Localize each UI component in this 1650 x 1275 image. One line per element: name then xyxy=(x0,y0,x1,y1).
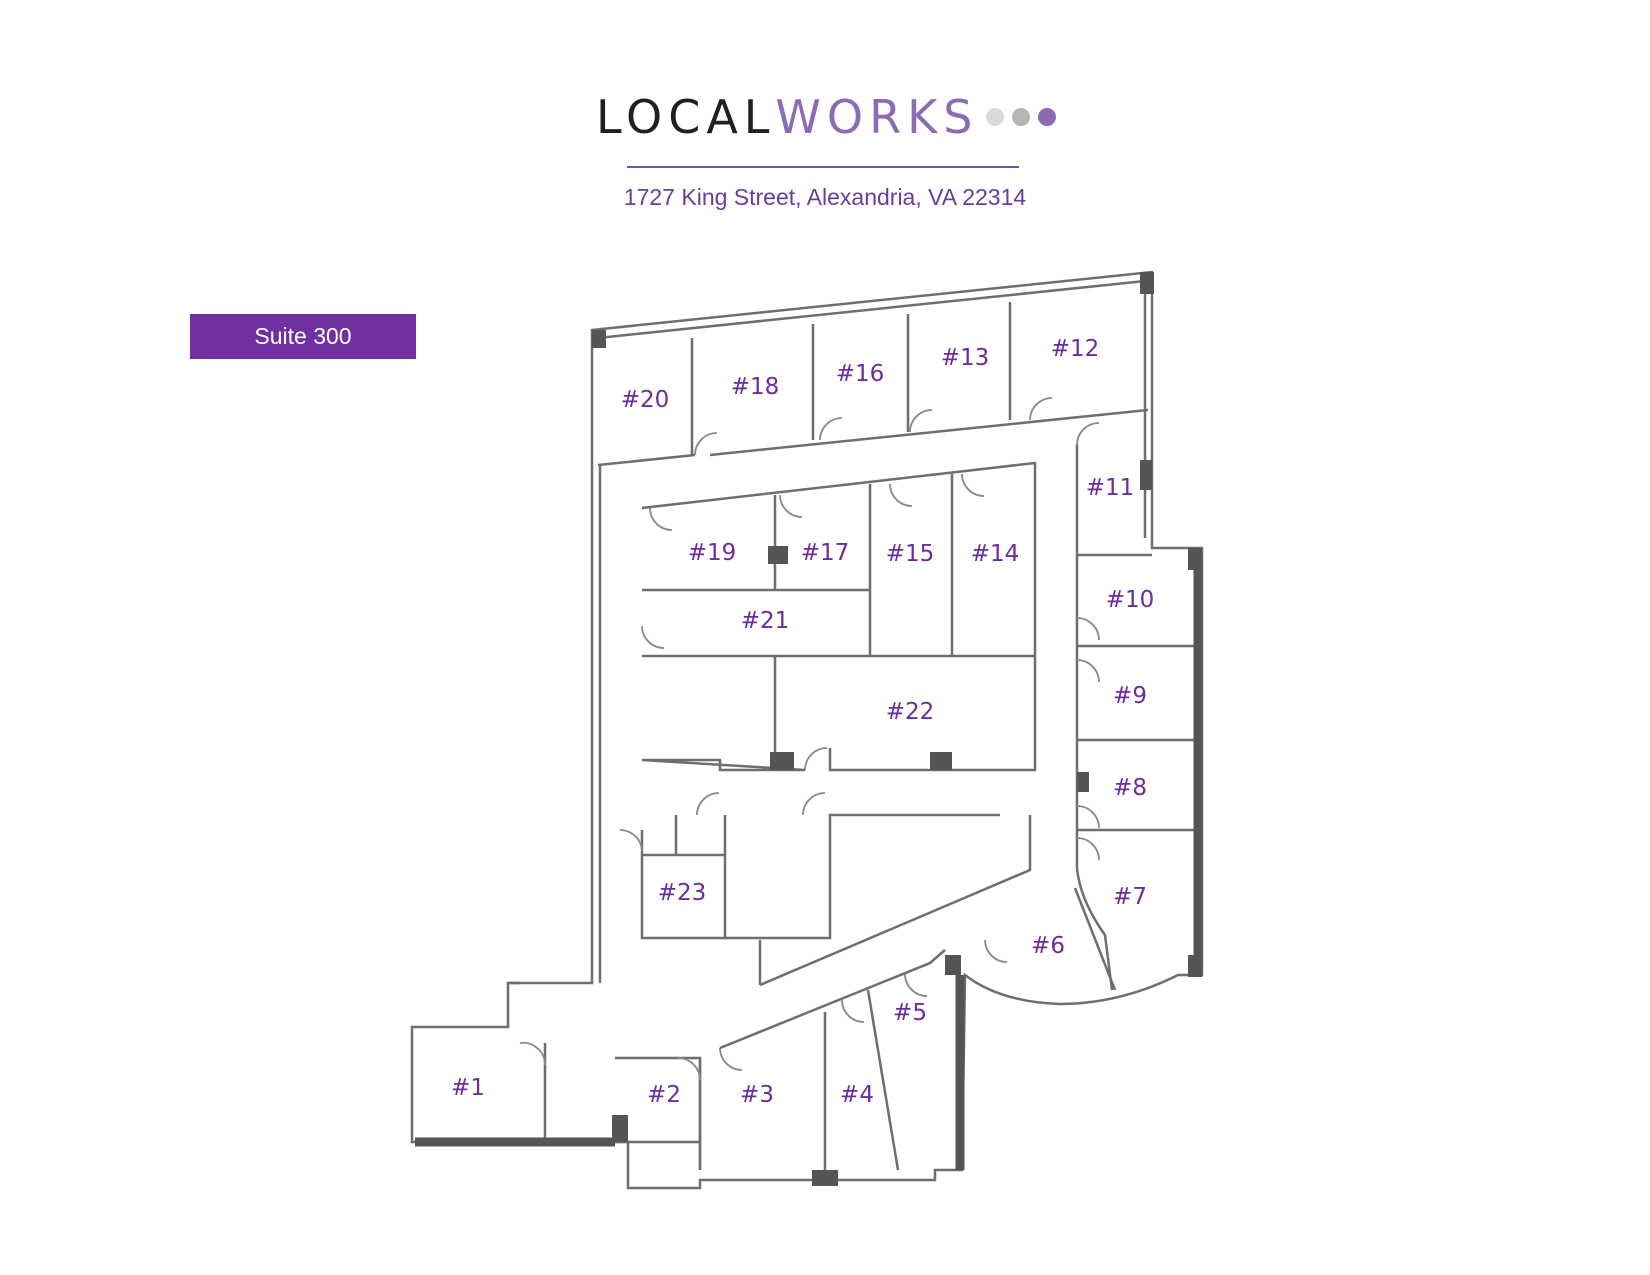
column xyxy=(1188,955,1202,977)
logo-dot-1 xyxy=(986,108,1005,126)
room-label-23: #23 xyxy=(657,880,707,906)
room-label-2: #2 xyxy=(647,1082,681,1108)
room-label-21: #21 xyxy=(740,608,790,634)
door xyxy=(696,792,720,816)
column xyxy=(1077,772,1089,792)
room-label-3: #3 xyxy=(740,1082,774,1108)
door xyxy=(904,973,928,997)
structural-columns xyxy=(592,272,1202,1186)
column xyxy=(930,752,952,770)
door xyxy=(961,473,985,497)
outer-wall xyxy=(410,270,1204,1190)
logo-divider xyxy=(627,166,1019,168)
column xyxy=(768,546,788,564)
address-line: 1727 King Street, Alexandria, VA 22314 xyxy=(623,184,1027,210)
column xyxy=(1140,460,1152,490)
room-1-wall xyxy=(508,981,547,1142)
door xyxy=(1076,422,1100,446)
top-row-wall xyxy=(597,408,1149,467)
wall-6-7 xyxy=(1073,887,1117,991)
room-label-16: #16 xyxy=(835,361,885,387)
inner-block-wall xyxy=(641,461,1037,772)
room-label-17: #17 xyxy=(800,540,850,566)
column xyxy=(612,1115,628,1142)
logo-word-works: WORKS xyxy=(775,90,979,144)
column xyxy=(812,1170,838,1186)
south-wing-wall xyxy=(612,1056,702,1170)
room-label-12: #12 xyxy=(1050,336,1100,362)
floor-plan-walls xyxy=(410,270,1204,1190)
right-column-wall xyxy=(1075,445,1114,991)
door xyxy=(984,939,1008,963)
door xyxy=(819,417,843,441)
core-wall xyxy=(725,813,1000,940)
door xyxy=(1076,805,1100,829)
suite-label: Suite 300 xyxy=(254,323,352,349)
door xyxy=(619,829,643,853)
door xyxy=(1076,617,1100,641)
south-diagonal-wall xyxy=(719,949,946,1050)
room-label-11: #11 xyxy=(1085,475,1135,501)
room-label-8: #8 xyxy=(1113,775,1147,801)
door xyxy=(1076,659,1100,683)
logo-dot-2 xyxy=(1012,108,1031,126)
door xyxy=(677,1057,701,1081)
door xyxy=(909,409,933,433)
suite-badge: Suite 300 xyxy=(190,314,416,359)
logo-word-local: LOCAL xyxy=(596,90,776,144)
room-label-7: #7 xyxy=(1113,884,1147,910)
column xyxy=(592,330,606,348)
room-label-10: #10 xyxy=(1105,587,1155,613)
room-label-6: #6 xyxy=(1031,933,1065,959)
door xyxy=(1076,837,1100,861)
room-23-wall xyxy=(640,815,727,940)
door xyxy=(649,507,673,531)
door xyxy=(841,999,865,1023)
room-label-14: #14 xyxy=(970,541,1020,567)
room-label-5: #5 xyxy=(893,1000,927,1026)
room-label-9: #9 xyxy=(1113,683,1147,709)
room-label-18: #18 xyxy=(730,374,780,400)
door xyxy=(802,792,826,816)
column xyxy=(1188,548,1202,570)
room-label-1: #1 xyxy=(451,1075,485,1101)
column xyxy=(1140,272,1154,294)
column xyxy=(770,752,794,770)
wall-4-5 xyxy=(866,989,900,1171)
room-label-15: #15 xyxy=(885,541,935,567)
door xyxy=(719,1047,743,1071)
door xyxy=(1029,397,1053,421)
door xyxy=(779,494,803,518)
room-label-13: #13 xyxy=(940,345,990,371)
small-room-wall xyxy=(642,815,725,857)
room-label-20: #20 xyxy=(620,387,670,413)
door xyxy=(804,747,828,771)
room-label-19: #19 xyxy=(687,540,737,566)
room-label-4: #4 xyxy=(840,1082,874,1108)
door xyxy=(889,483,913,507)
logo-dot-3 xyxy=(1038,108,1057,126)
door xyxy=(694,432,718,456)
room-label-22: #22 xyxy=(885,699,935,725)
outer-wall-inner xyxy=(597,279,1147,538)
column xyxy=(945,955,961,975)
door xyxy=(641,625,665,649)
door-swings xyxy=(519,397,1100,1081)
diagonal-core-wall xyxy=(758,815,1032,987)
door xyxy=(519,1041,546,1066)
exterior-windows xyxy=(415,555,1203,1170)
